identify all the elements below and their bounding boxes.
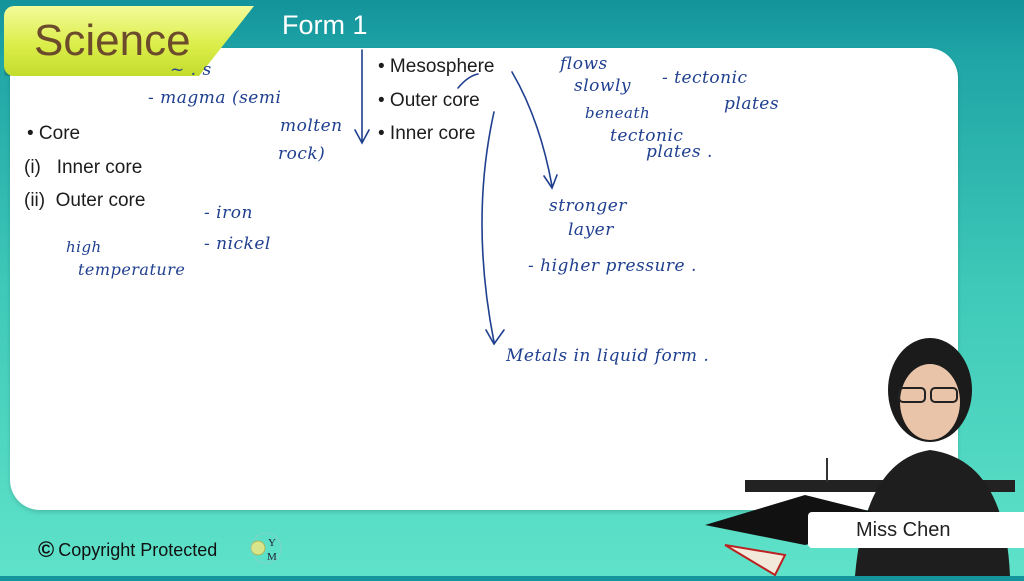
copyright-icon: ©: [38, 537, 55, 562]
hw-plates-2: plates: [724, 94, 780, 114]
hw-higher-pressure: - higher pressure .: [528, 256, 697, 276]
presenter-nameplate: Miss Chen: [808, 512, 1024, 548]
hw-plates-1: plates .: [646, 142, 713, 162]
copyright-text: Copyright Protected: [58, 539, 218, 560]
hw-high: high: [66, 238, 102, 256]
svg-text:M: M: [267, 551, 277, 563]
hw-layer: layer: [568, 220, 614, 240]
hw-tectonic-2: - tectonic: [662, 68, 748, 88]
core-label: • Core: [27, 123, 81, 144]
hw-beneath: beneath: [585, 104, 651, 122]
ym-logo: Y M: [246, 530, 286, 566]
hw-metals-liquid: Metals in liquid form .: [506, 346, 710, 366]
hw-partial: ~ . s: [170, 60, 212, 80]
inner-core-label-top: • Inner core: [378, 123, 476, 144]
hw-tectonic-1: tectonic: [610, 126, 684, 146]
hw-nickel: - nickel: [204, 234, 271, 254]
hw-molten: molten: [280, 116, 343, 136]
mesosphere-label: • Mesosphere: [378, 56, 495, 77]
form-title: Form 1: [282, 10, 368, 40]
hw-iron: - iron: [204, 203, 253, 223]
hw-magma: - magma (semi: [148, 88, 282, 108]
hw-slowly: slowly: [574, 76, 631, 96]
hw-rock: rock): [278, 144, 326, 164]
hw-flows: flows: [560, 54, 608, 74]
copyright-notice: © Copyright Protected: [38, 537, 217, 563]
outer-core-label-top: • Outer core: [378, 90, 480, 111]
presenter-name: Miss Chen: [856, 519, 951, 541]
inner-core-item: (i) Inner core: [24, 157, 143, 178]
subject-title: Science: [34, 16, 191, 65]
arrow-to-stronger-icon: [511, 71, 558, 190]
svg-text:Y: Y: [268, 537, 276, 549]
outer-core-item: (ii) Outer core: [24, 190, 146, 211]
hw-stronger: stronger: [549, 196, 627, 216]
arrow-to-metals-icon: [481, 111, 505, 346]
hw-temperature: temperature: [78, 260, 186, 279]
diploma-icon: [724, 544, 787, 577]
arrow-down-icon: [354, 49, 370, 145]
